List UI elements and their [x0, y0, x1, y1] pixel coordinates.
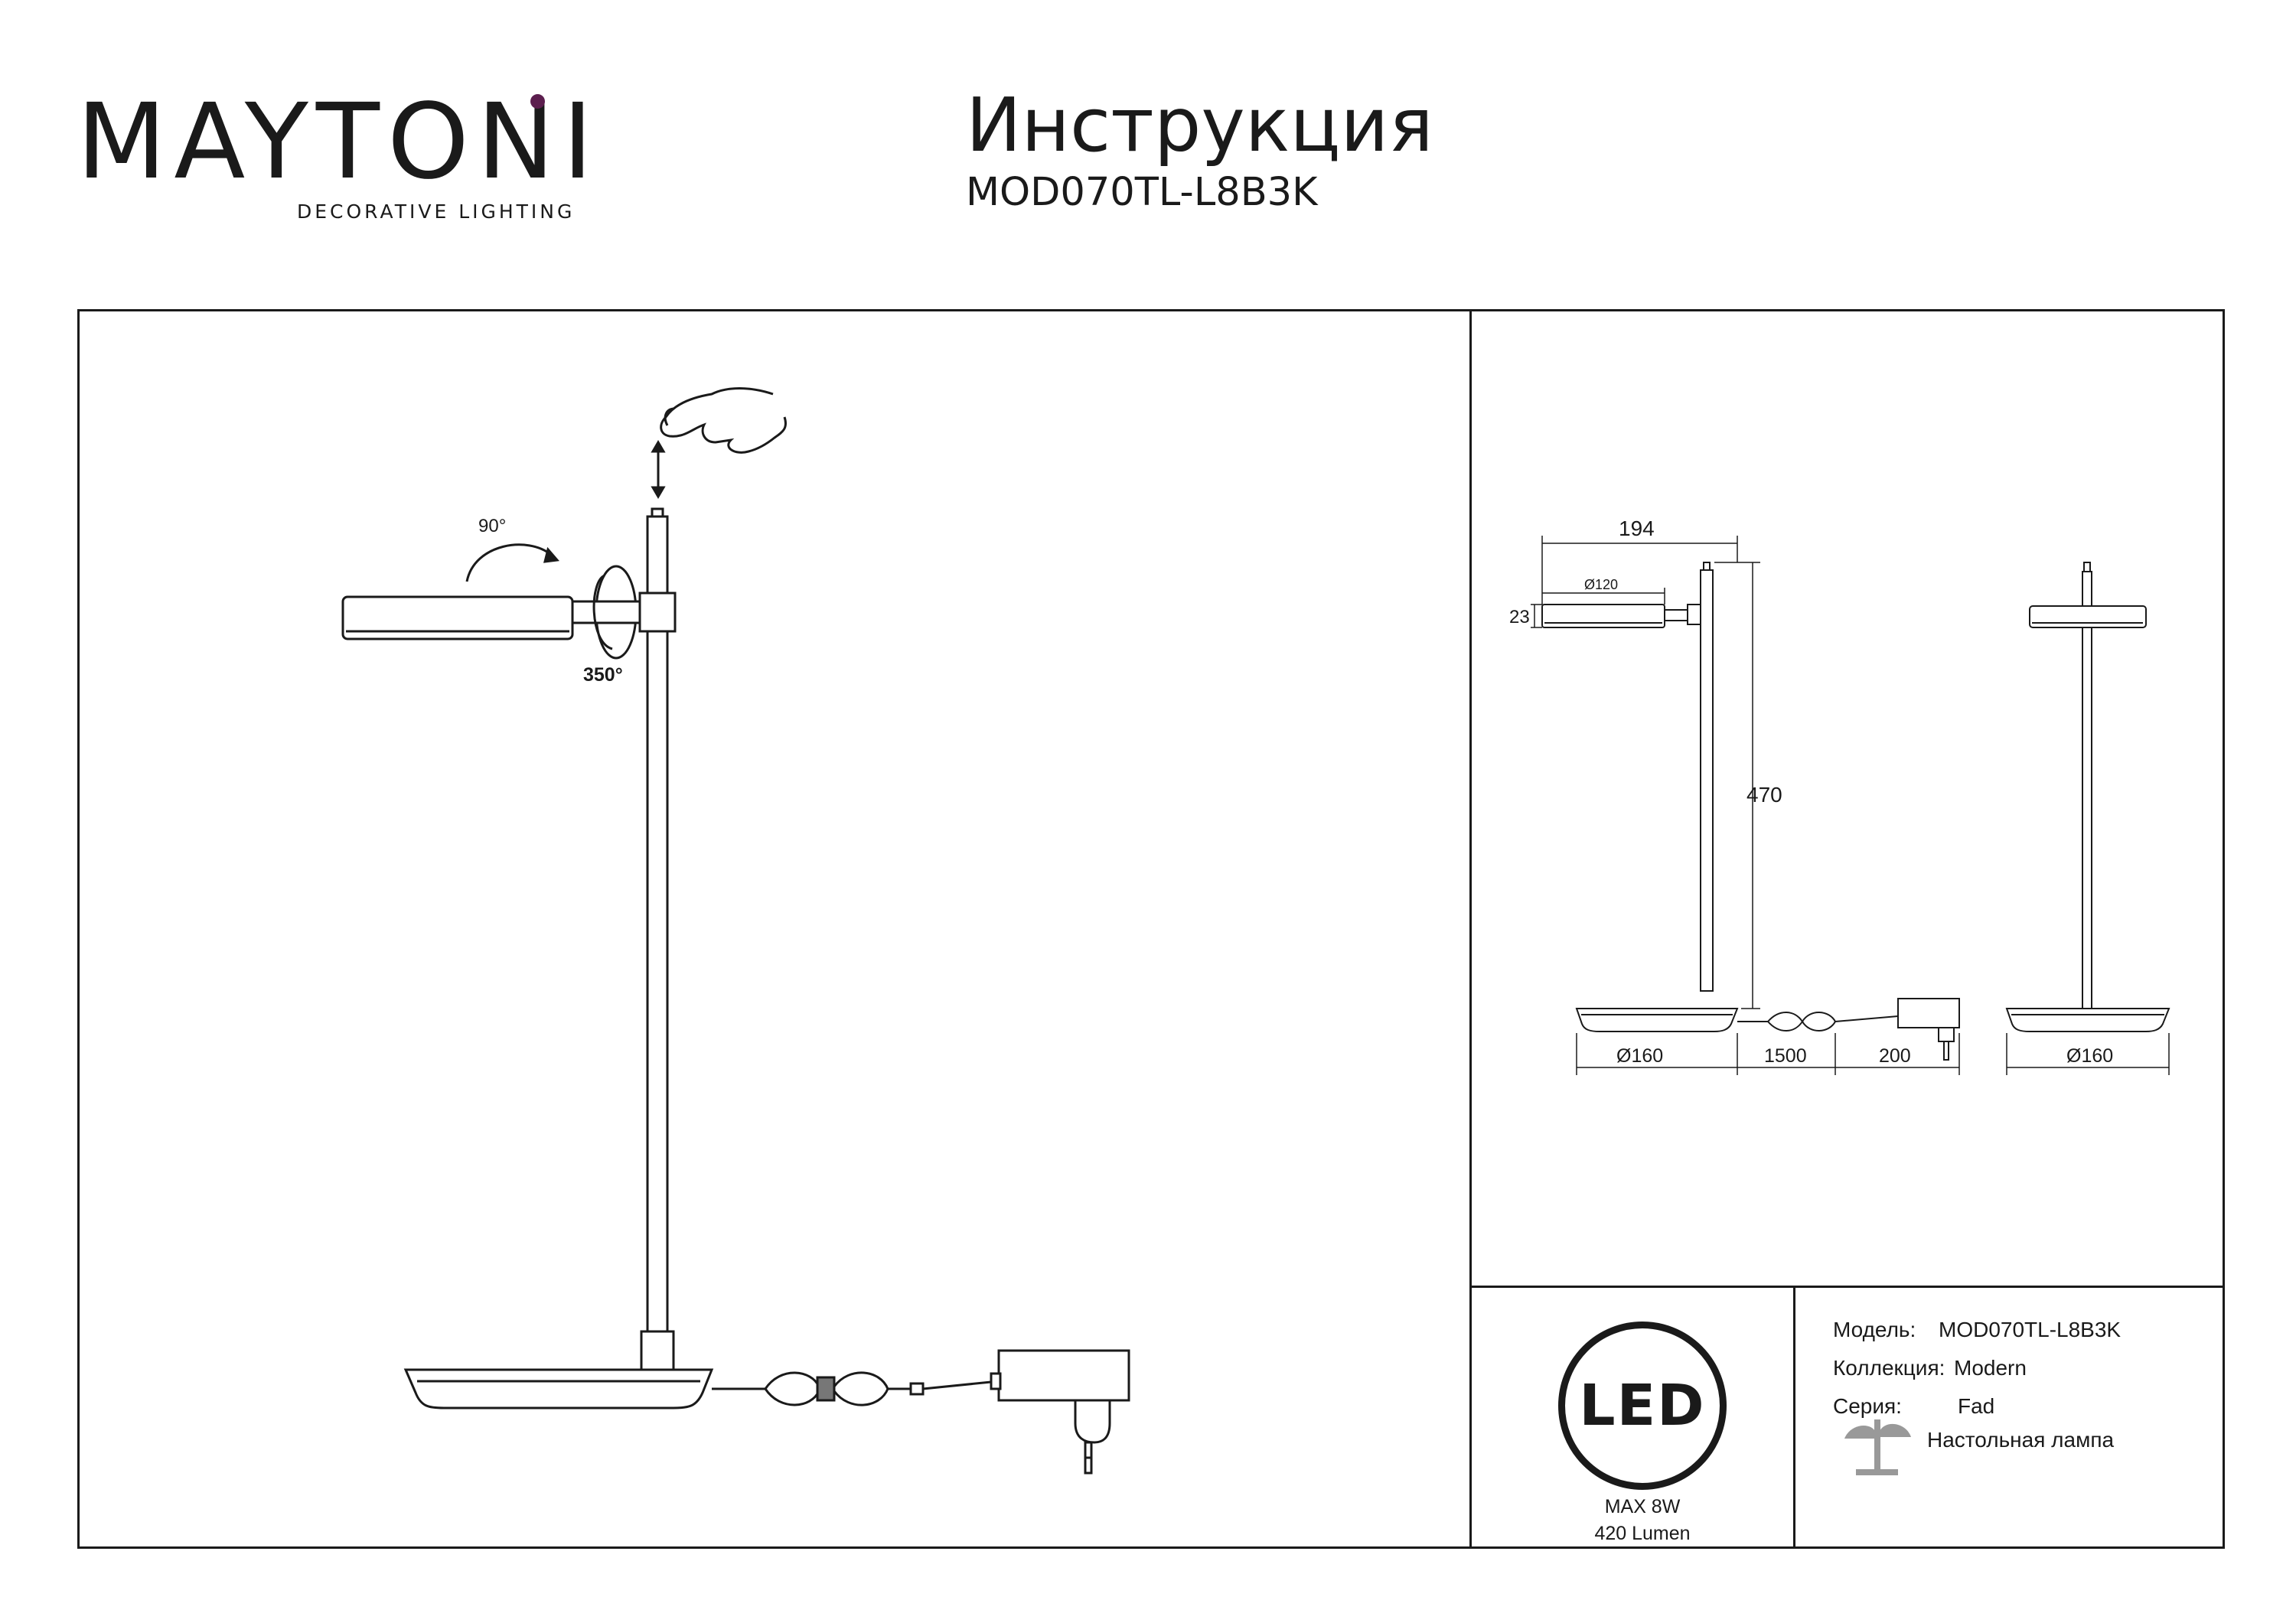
table-lamp-icon [1844, 1419, 1911, 1475]
spec-value-series: Fad [1958, 1394, 1995, 1418]
brand-logo: MAYTONI DECORATIVE LIGHTING [77, 90, 593, 228]
brand-name: MAYTONI [77, 82, 601, 203]
logo-accent-dot [530, 94, 545, 109]
dim-cable-length: 1500 [1764, 1045, 1807, 1067]
dimension-drawing-side [1541, 562, 1960, 1061]
brand-tagline: DECORATIVE LIGHTING [297, 200, 576, 223]
spec-value-model: MOD070TL-L8B3K [1939, 1318, 2122, 1341]
led-badge-text: LED [1579, 1373, 1706, 1439]
rotation-swivel-label: 350° [583, 664, 623, 686]
page-title: Инструкция [966, 82, 1433, 168]
spec-label-collection: Коллекция: [1833, 1356, 1945, 1380]
touch-arrow [651, 440, 666, 499]
spec-label-series: Серия: [1833, 1394, 1902, 1418]
spec-type: Настольная лампа [1927, 1428, 2115, 1452]
power-rating: MAX 8W [1604, 1496, 1681, 1517]
dimension-drawing-front [2005, 562, 2170, 1032]
dim-total-height: 470 [1746, 783, 1782, 807]
spec-value-collection: Modern [1954, 1356, 2027, 1380]
lamp-base [403, 1368, 714, 1410]
lamp-joint [571, 565, 677, 660]
spec-divider [1469, 1286, 2225, 1288]
rotation-arc-label: 90° [478, 516, 506, 536]
model-heading: MOD070TL-L8B3K [966, 170, 1318, 215]
dim-total-width: 194 [1619, 517, 1655, 540]
drawing-frame [77, 309, 2225, 1549]
lamp-head [341, 595, 574, 640]
luminous-flux: 420 Lumen [1594, 1523, 1691, 1544]
dimension-lines [1531, 536, 2170, 1075]
panel-divider [1469, 309, 1472, 1549]
spec-label-model: Модель: [1833, 1318, 1916, 1341]
dim-plug-length: 200 [1879, 1045, 1911, 1067]
power-cable [712, 1371, 1000, 1406]
spec-divider-vertical [1793, 1286, 1795, 1549]
power-adapter [990, 1349, 1130, 1475]
hand-touch-icon [660, 387, 787, 454]
lamp-pole [640, 507, 675, 1371]
rotation-arrows [465, 543, 613, 650]
dim-front-base-diameter: Ø160 [2066, 1045, 2113, 1067]
dim-head-diameter: Ø120 [1584, 577, 1618, 592]
dim-head-height: 23 [1509, 607, 1530, 627]
led-badge: LED [1558, 1322, 1727, 1490]
dim-base-diameter: Ø160 [1616, 1045, 1663, 1067]
